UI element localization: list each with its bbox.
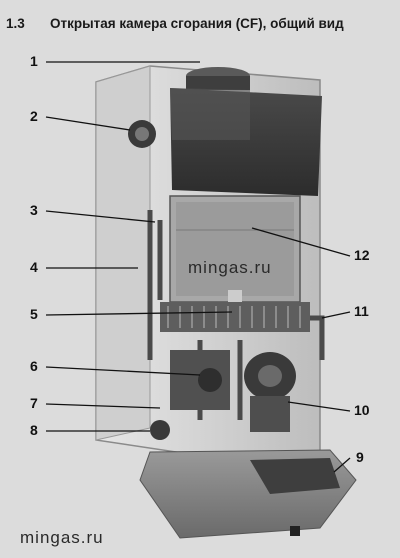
callout-5: 5 <box>30 306 38 322</box>
callout-3: 3 <box>30 202 38 218</box>
callout-9: 9 <box>356 449 364 465</box>
control-panel <box>139 449 357 539</box>
flue-outlet <box>186 67 250 90</box>
callout-8: 8 <box>30 422 38 438</box>
callout-10: 10 <box>354 402 370 418</box>
section-header: 1.3 Открытая камера сгорания (CF), общий… <box>6 10 394 36</box>
watermark-bottom: mingas.ru <box>20 528 104 547</box>
callout-7: 7 <box>30 395 38 411</box>
heat-exchanger <box>169 195 301 303</box>
callout-6: 6 <box>30 358 38 374</box>
callout-11: 11 <box>354 303 369 319</box>
circulation-pump <box>244 352 296 432</box>
section-number: 1.3 <box>6 15 25 31</box>
callout-1: 1 <box>30 53 38 69</box>
gas-valve <box>150 350 230 440</box>
section-title: Открытая камера сгорания (CF), общий вид <box>50 15 344 31</box>
leader-lines <box>45 61 351 473</box>
callout-4: 4 <box>30 259 38 275</box>
flue-sensor <box>128 120 156 148</box>
watermark-center: mingas.ru <box>188 258 272 277</box>
callout-2: 2 <box>30 108 38 124</box>
burner <box>160 290 310 332</box>
draught-hood <box>170 88 322 196</box>
callout-12: 12 <box>354 247 370 263</box>
